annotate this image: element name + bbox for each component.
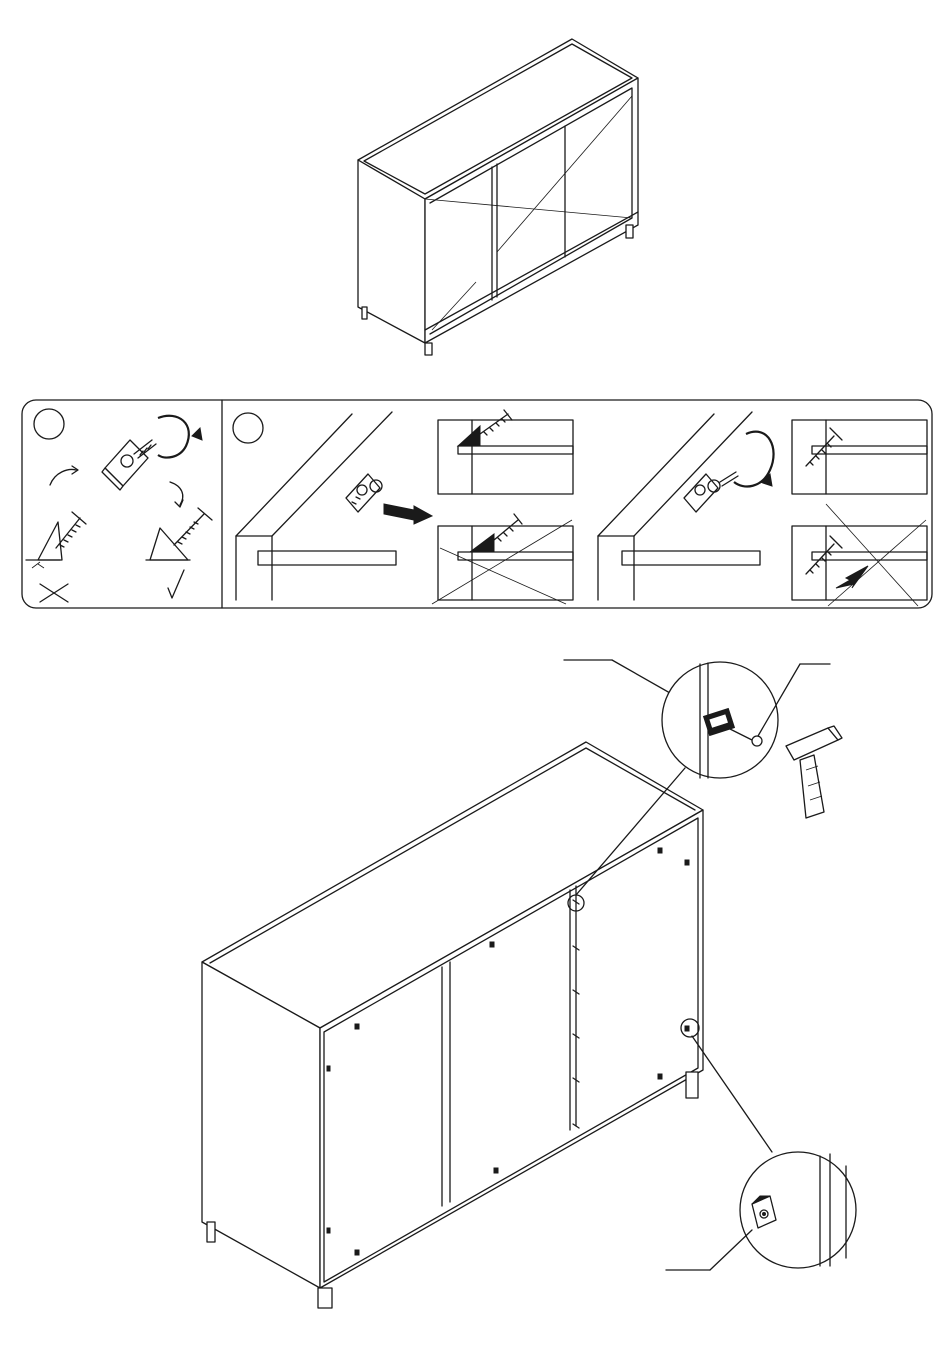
cabinet-corner-screwing — [598, 412, 774, 600]
flush-wrong-detail — [432, 514, 573, 604]
cabinet-corner-mounting — [236, 412, 432, 600]
step-circle-2 — [233, 413, 263, 443]
hammer-icon — [786, 726, 842, 818]
corner-block-detail — [50, 416, 202, 507]
screw-wrong-detail — [792, 504, 927, 606]
sideboard-overview-drawing — [358, 39, 638, 355]
corner-block-instruction-strip — [22, 400, 932, 608]
back-panel-assembly-drawing — [202, 742, 703, 1308]
flush-correct-detail — [438, 410, 573, 494]
screw-correct-detail — [792, 420, 927, 494]
wrong-placement-example — [26, 512, 86, 602]
correct-placement-example — [146, 508, 212, 598]
step-circle-1 — [34, 409, 64, 439]
